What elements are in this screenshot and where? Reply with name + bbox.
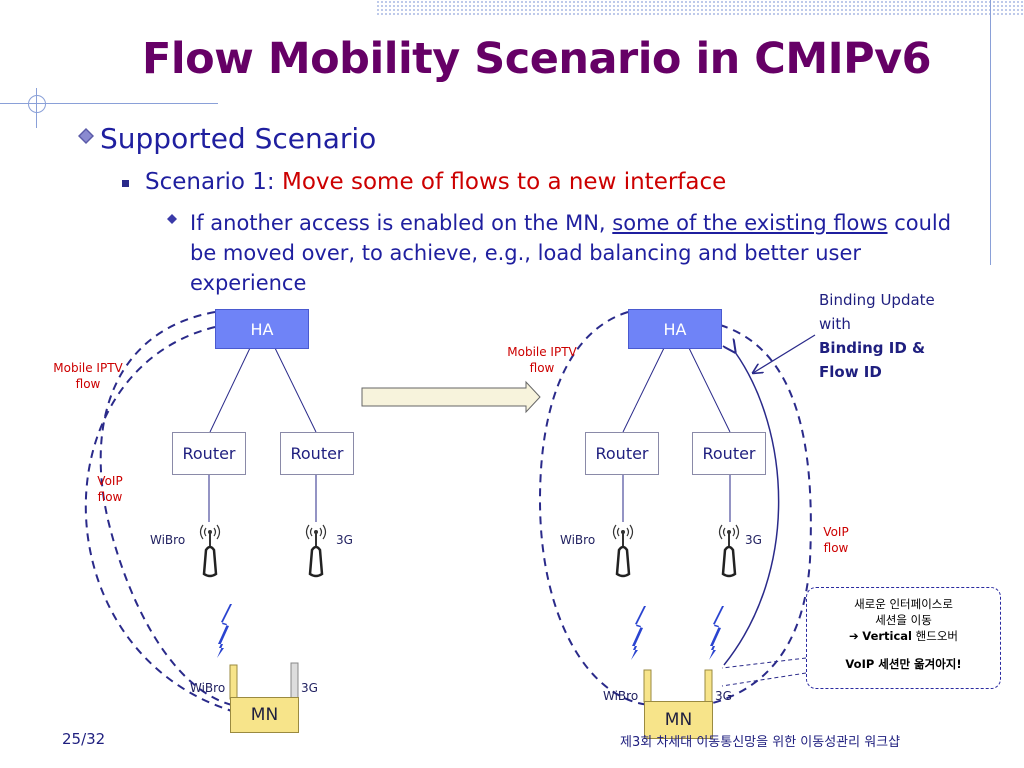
- callout-voip-rest: 세션만 옮겨아지!: [874, 657, 962, 671]
- left-router-wibro: Router: [172, 432, 246, 475]
- page-number: 25/32: [62, 730, 106, 748]
- callout-handover: 핸드오버: [912, 629, 958, 643]
- right-flow-oval-right: [704, 324, 812, 706]
- bullet-scenario-1: Scenario 1: Move some of flows to a new …: [145, 169, 726, 195]
- left-lightning-icon: [217, 604, 232, 658]
- left-mn-box: MN: [230, 697, 299, 733]
- callout-line4: VoIP 세션만 옮겨아지!: [807, 656, 1000, 672]
- slide-title: Flow Mobility Scenario in CMIPv6: [142, 34, 932, 84]
- left-iptv-flow-label: Mobile IPTV flow: [53, 361, 123, 391]
- handover-callout: 새로운 인터페이스로 세션을 이동 ➔ Vertical 핸드오버 VoIP 세…: [806, 587, 1001, 689]
- left-router-3g: Router: [280, 432, 354, 475]
- right-lightning-wibro-icon: [631, 606, 646, 660]
- right-iptv-flow-label: Mobile IPTV flow: [507, 345, 577, 375]
- binding-update-line1: Binding Update: [819, 291, 935, 309]
- diamond-bullet-icon: [78, 128, 94, 144]
- left-mn-antenna-right: [290, 662, 299, 700]
- right-ha-box: HA: [628, 309, 722, 349]
- bullet-access-description: If another access is enabled on the MN, …: [190, 208, 970, 298]
- binding-update-line4: Flow ID: [819, 363, 882, 381]
- bullet3-text-2: could be moved over, to achieve, e.g., l…: [190, 211, 952, 295]
- callout-vertical: Vertical: [862, 629, 912, 643]
- left-diagram-lines: [208, 347, 317, 522]
- scenario-prefix: Scenario 1:: [145, 169, 282, 195]
- bullet3-text-1: If another access is enabled on the MN,: [190, 211, 613, 235]
- bullet3-underlined-text: some of the existing flows: [612, 211, 888, 235]
- binding-update-annotation: Binding Update with Binding ID & Flow ID: [819, 288, 935, 384]
- right-router-3g: Router: [692, 432, 766, 475]
- callout-arrow-icon: ➔: [849, 629, 863, 643]
- right-wibro-ap-label: WiBro: [560, 533, 596, 547]
- right-diagram-lines: [622, 347, 731, 522]
- header-dotted-band: [376, 0, 1024, 16]
- right-3g-ap-icon: [718, 523, 740, 578]
- right-mn-box: MN: [644, 701, 713, 739]
- right-wibro-ap-icon: [612, 523, 634, 578]
- binding-update-line2: with: [819, 315, 851, 333]
- left-3g-ap-label: 3G: [336, 533, 353, 547]
- bullet-supported-scenario: Supported Scenario: [100, 122, 377, 155]
- callout-line2: 세션을 이동: [875, 613, 932, 627]
- right-lightning-3g-icon: [709, 606, 724, 660]
- right-3g-mn-label: 3G: [715, 689, 732, 703]
- left-wibro-ap-icon: [199, 523, 221, 578]
- crosshair-circle: [28, 95, 46, 113]
- right-mn-antenna-right: [704, 669, 713, 703]
- transition-arrow-icon: [361, 380, 541, 414]
- right-iptv-flow-arc: [538, 311, 651, 706]
- left-ha-box: HA: [215, 309, 309, 349]
- left-voip-flow-arc: [84, 326, 233, 712]
- right-3g-ap-label: 3G: [745, 533, 762, 547]
- callout-voip: VoIP: [845, 657, 875, 671]
- left-wibro-ap-label: WiBro: [150, 533, 186, 547]
- right-router-wibro: Router: [585, 432, 659, 475]
- small-diamond-bullet-icon: [167, 214, 177, 224]
- left-voip-flow-label: VoIP flow: [97, 474, 123, 504]
- callout-line1: 새로운 인터페이스로: [854, 597, 953, 611]
- left-wibro-mn-label: WiBro: [190, 681, 226, 695]
- callout-line3: ➔ Vertical 핸드오버: [807, 628, 1000, 644]
- callout-connector: [721, 657, 807, 687]
- left-iptv-flow-arc: [99, 311, 233, 706]
- right-wibro-mn-label: WiBro: [603, 689, 639, 703]
- right-voip-flow-label: VoIP flow: [823, 525, 849, 555]
- right-voip-solid-flow: [724, 352, 780, 666]
- left-3g-mn-label: 3G: [301, 681, 318, 695]
- binding-update-line3: Binding ID &: [819, 339, 926, 357]
- right-vertical-rule: [990, 0, 991, 265]
- footer-event-name: 제3회 차세대 이동통신망을 위한 이동성관리 워크샵: [620, 735, 901, 750]
- square-bullet-icon: [122, 180, 129, 187]
- right-mn-antenna-left: [643, 669, 652, 703]
- left-3g-ap-icon: [305, 523, 327, 578]
- binding-update-arrow: [753, 334, 816, 373]
- title-underline-rule: [0, 103, 218, 104]
- scenario-description: Move some of flows to a new interface: [282, 169, 727, 195]
- left-mn-antenna-left: [229, 664, 238, 700]
